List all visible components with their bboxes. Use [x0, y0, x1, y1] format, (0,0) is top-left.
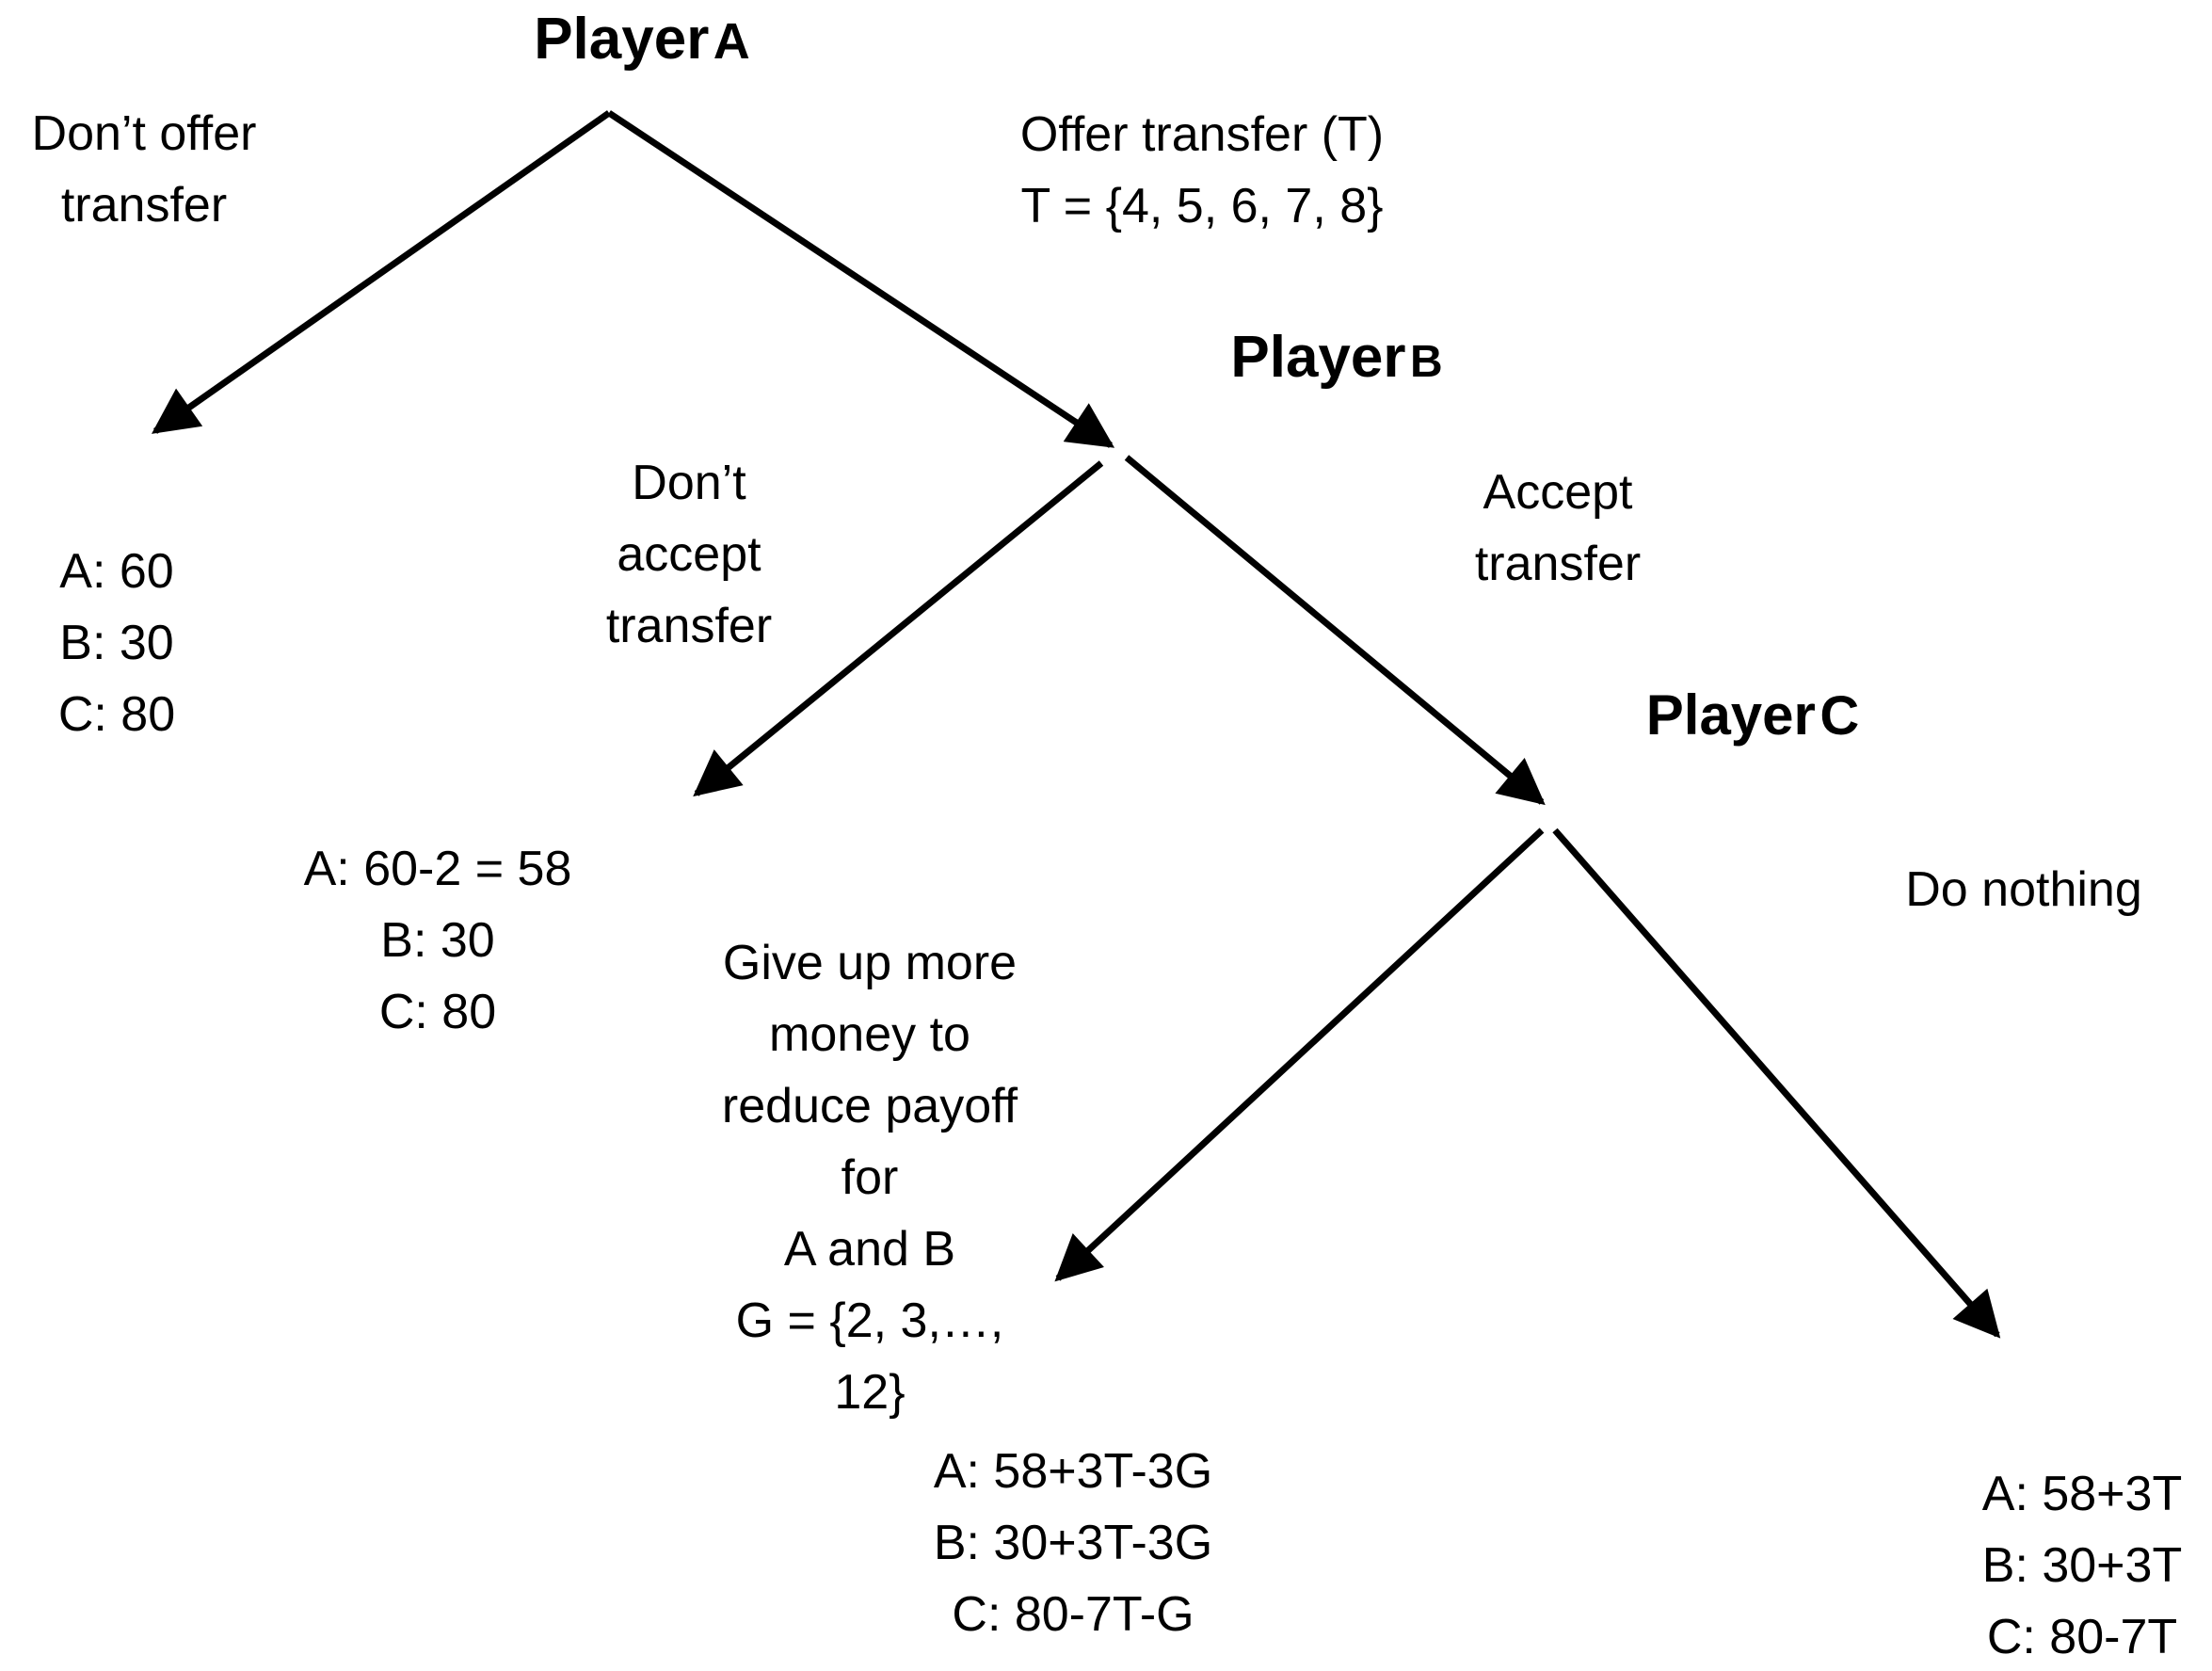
- payoff-do-nothing: A: 58+3T B: 30+3T C: 80-7T: [1982, 1458, 2182, 1671]
- label-give-up-money: Give up more money to reduce payoff for …: [722, 927, 1018, 1428]
- label-line: T = {4, 5, 6, 7, 8}: [1020, 179, 1384, 233]
- label-line: 12}: [834, 1365, 906, 1420]
- node-player-a: Player A: [534, 0, 750, 94]
- payoff-line: A: 58+3T: [1981, 1467, 2183, 1521]
- label-line: accept: [617, 527, 761, 582]
- edge-dont-offer-arrow: [151, 110, 612, 434]
- label-line: transfer: [60, 178, 228, 233]
- label-line: transfer: [605, 599, 773, 653]
- payoff-line: B: 30: [59, 616, 174, 670]
- label-line: Give up more: [722, 936, 1018, 990]
- player-c-letter: C: [1819, 685, 1860, 747]
- edge-dont-accept-arrow: [693, 460, 1104, 797]
- label-line: G = {2, 3,…,: [735, 1293, 1004, 1348]
- label-line: Accept: [1483, 465, 1633, 520]
- player-b-letter: B: [1409, 337, 1443, 387]
- payoff-line: C: 80-7T-G: [952, 1587, 1194, 1642]
- label-line: A and B: [783, 1222, 956, 1277]
- edge-accept-arrow: [1124, 455, 1546, 806]
- label-line: money to: [769, 1007, 970, 1062]
- label-dont-accept-transfer: Don’t accept transfer: [606, 447, 772, 662]
- edge-offer-arrow: [607, 110, 1115, 448]
- player-c-word: Player: [1645, 683, 1816, 747]
- payoff-line: A: 60: [59, 544, 174, 599]
- payoff-line: C: 80-7T: [1986, 1610, 2178, 1664]
- edge-give-up-arrow: [1054, 827, 1545, 1282]
- player-a-word: Player: [534, 7, 710, 72]
- label-line: Offer transfer (T): [1019, 107, 1385, 162]
- label-line: Don’t: [632, 456, 746, 510]
- label-line: reduce payoff: [721, 1079, 1018, 1133]
- payoff-line: B: 30+3T-3G: [933, 1516, 1213, 1570]
- label-do-nothing: Do nothing: [1905, 854, 2142, 925]
- payoff-line: A: 58+3T-3G: [933, 1444, 1213, 1499]
- payoff-line: C: 80: [378, 985, 497, 1039]
- label-offer-transfer: Offer transfer (T) T = {4, 5, 6, 7, 8}: [1020, 99, 1384, 242]
- edge-do-nothing-arrow: [1552, 827, 2001, 1339]
- payoff-give-up: A: 58+3T-3G B: 30+3T-3G C: 80-7T-G: [934, 1436, 1212, 1650]
- node-player-c: Player C: [1646, 676, 1860, 770]
- payoff-no-accept: A: 60-2 = 58 B: 30 C: 80: [304, 833, 572, 1048]
- label-line: Do nothing: [1905, 862, 2142, 917]
- label-line: Don’t offer: [31, 106, 257, 161]
- label-dont-offer-transfer: Don’t offer transfer: [32, 98, 257, 241]
- label-accept-transfer: Accept transfer: [1475, 457, 1641, 600]
- payoff-line: A: 60-2 = 58: [303, 842, 572, 896]
- player-b-word: Player: [1230, 325, 1406, 390]
- label-line: for: [841, 1150, 899, 1205]
- node-player-b: Player B: [1230, 318, 1442, 412]
- label-line: transfer: [1474, 537, 1642, 591]
- payoff-line: B: 30: [380, 913, 495, 968]
- player-a-letter: A: [713, 13, 750, 70]
- payoff-no-offer: A: 60 B: 30 C: 80: [58, 536, 175, 750]
- payoff-line: B: 30+3T: [1981, 1538, 2183, 1593]
- payoff-line: C: 80: [57, 687, 176, 742]
